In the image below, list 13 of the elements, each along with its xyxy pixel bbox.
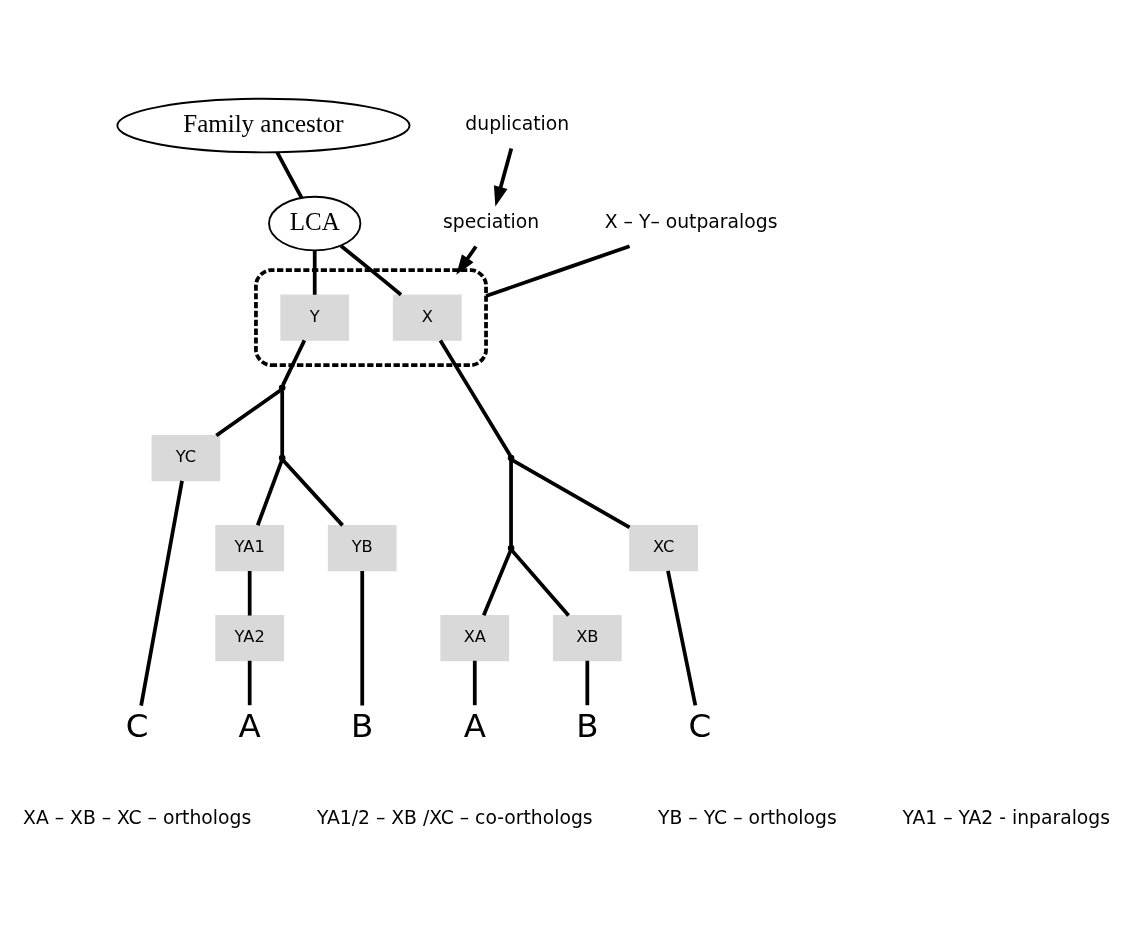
node-text: C: [125, 706, 149, 745]
node-text: C: [688, 706, 712, 745]
node-text: speciation: [442, 210, 540, 232]
label: YB – YC – orthologs: [658, 806, 837, 828]
node-text: A: [238, 706, 261, 745]
node-text: X – Y– outparalogs: [604, 210, 778, 232]
node-text: B: [576, 706, 599, 745]
label: XA – XB – XC – orthologs: [23, 806, 252, 828]
node-text: duplication: [465, 112, 570, 134]
label: YA1 – YA2 - inparalogs: [902, 806, 1110, 828]
label: YA1/2 – XB /XC – co-orthologs: [316, 806, 593, 828]
node-text: B: [351, 706, 374, 745]
node-text: A: [463, 706, 486, 745]
